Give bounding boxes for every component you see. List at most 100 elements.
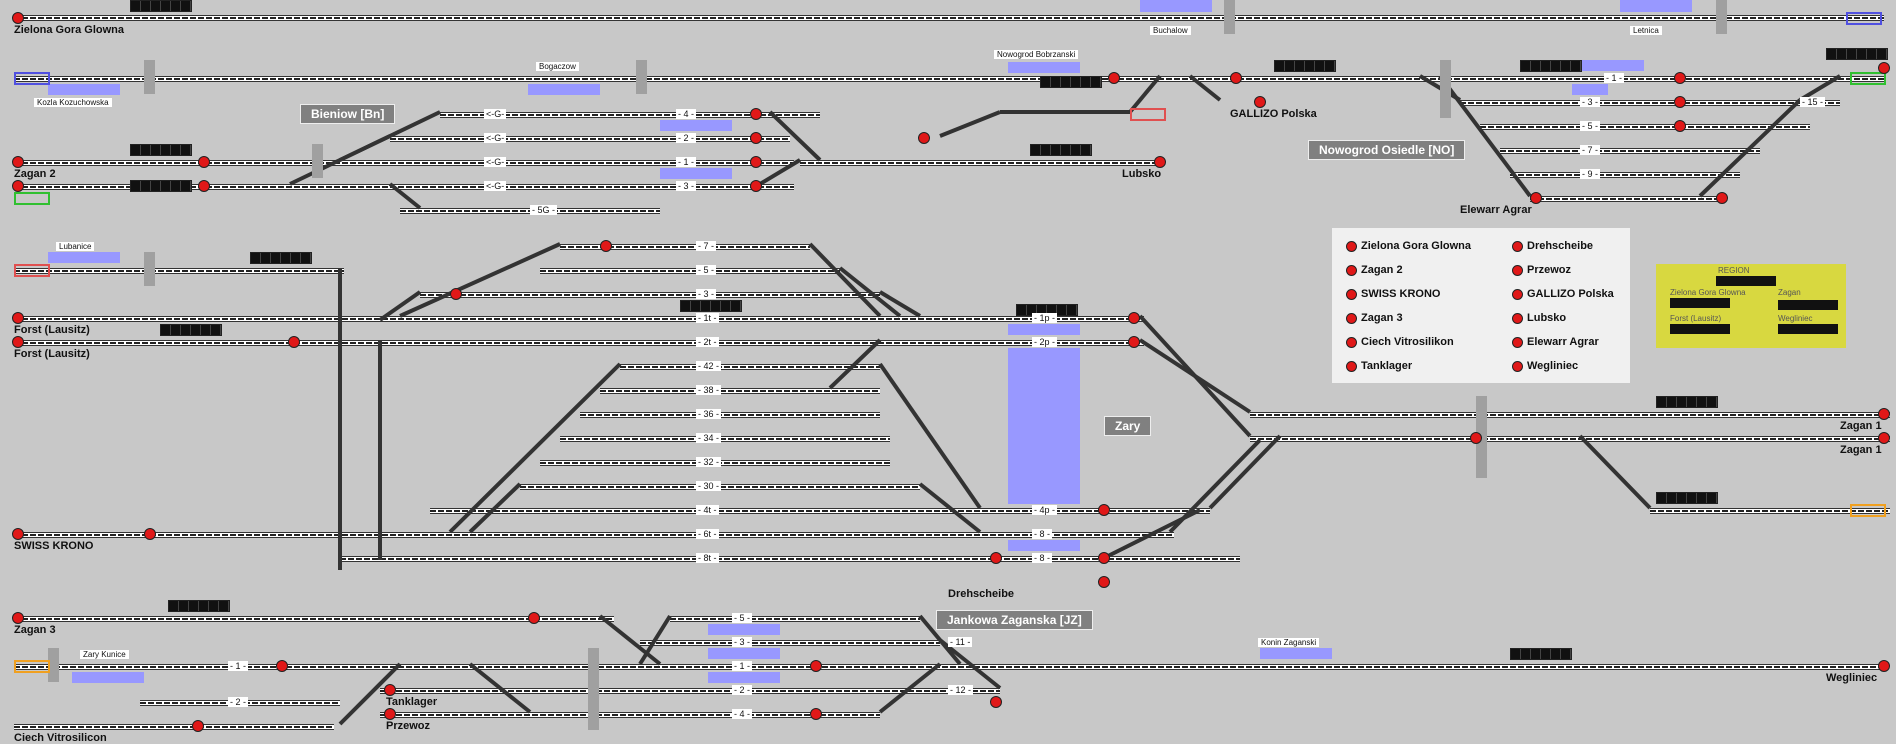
- legend-item[interactable]: Zielona Gora Glowna: [1346, 240, 1471, 252]
- signal[interactable]: [1878, 432, 1890, 444]
- signal[interactable]: [750, 156, 762, 168]
- signal[interactable]: [12, 528, 24, 540]
- signal[interactable]: [288, 336, 300, 348]
- track-zary-8t[interactable]: [340, 556, 1240, 562]
- exit-box-blue[interactable]: [1846, 12, 1882, 25]
- legend-item[interactable]: Lubsko: [1512, 312, 1566, 324]
- signal[interactable]: [1108, 72, 1120, 84]
- track-orange-east[interactable]: [1650, 508, 1890, 514]
- track-zary-38[interactable]: [600, 388, 880, 394]
- track-lubsko[interactable]: [800, 160, 1160, 166]
- signal[interactable]: [1098, 552, 1110, 564]
- area-box-jankowa[interactable]: Jankowa Zaganska [JZ]: [936, 610, 1093, 630]
- signal[interactable]: [1470, 432, 1482, 444]
- signal[interactable]: [1230, 72, 1242, 84]
- track-no-7[interactable]: [1500, 148, 1760, 154]
- track-ciech[interactable]: [14, 724, 334, 730]
- signal[interactable]: [1716, 192, 1728, 204]
- exit-box-blue[interactable]: [14, 72, 50, 85]
- track-jz-4[interactable]: [380, 712, 880, 718]
- signal[interactable]: [12, 156, 24, 168]
- exit-box-orange[interactable]: [14, 660, 50, 673]
- track-zielona-main[interactable]: [14, 15, 1884, 21]
- signal[interactable]: [1098, 504, 1110, 516]
- track-nowogrod-main[interactable]: [14, 76, 1884, 82]
- track-zagan1-a[interactable]: [1250, 412, 1890, 418]
- track-zary-7[interactable]: [560, 244, 810, 250]
- signal[interactable]: [384, 708, 396, 720]
- track-forst-2t[interactable]: [14, 340, 1144, 346]
- track-zary-5[interactable]: [540, 268, 840, 274]
- track-no-3[interactable]: [1460, 100, 1840, 106]
- legend-item[interactable]: GALLIZO Polska: [1512, 288, 1614, 300]
- exit-box-red[interactable]: [14, 264, 50, 277]
- legend-item[interactable]: Drehscheibe: [1512, 240, 1593, 252]
- track-swiss-6t[interactable]: [14, 532, 1174, 538]
- track-no-9[interactable]: [1510, 172, 1740, 178]
- track-forst-1t[interactable]: [14, 316, 1144, 322]
- legend-item[interactable]: Zagan 3: [1346, 312, 1403, 324]
- signal[interactable]: [12, 336, 24, 348]
- signal[interactable]: [450, 288, 462, 300]
- exit-box-red[interactable]: [1130, 108, 1166, 121]
- signal[interactable]: [1530, 192, 1542, 204]
- track-zary-36[interactable]: [580, 412, 880, 418]
- signal[interactable]: [528, 612, 540, 624]
- exit-box-green[interactable]: [1850, 72, 1886, 85]
- signal[interactable]: [1674, 72, 1686, 84]
- signal[interactable]: [990, 696, 1002, 708]
- track-lubanice[interactable]: [14, 268, 344, 274]
- signal[interactable]: [600, 240, 612, 252]
- signal[interactable]: [1128, 312, 1140, 324]
- track-zary-4t[interactable]: [430, 508, 1210, 514]
- signal[interactable]: [990, 552, 1002, 564]
- signal[interactable]: [750, 180, 762, 192]
- signal[interactable]: [1254, 96, 1266, 108]
- signal[interactable]: [12, 12, 24, 24]
- signal[interactable]: [1674, 120, 1686, 132]
- legend-item[interactable]: Wegliniec: [1512, 360, 1578, 372]
- track-jz-5[interactable]: [670, 616, 920, 622]
- signal[interactable]: [12, 312, 24, 324]
- track-jz-3[interactable]: [640, 640, 940, 646]
- track-zary-3[interactable]: [420, 292, 880, 298]
- track-no-5[interactable]: [1480, 124, 1810, 130]
- legend-item[interactable]: SWISS KRONO: [1346, 288, 1440, 300]
- signal[interactable]: [192, 720, 204, 732]
- signal[interactable]: [1878, 408, 1890, 420]
- signal[interactable]: [144, 528, 156, 540]
- track-jz-2[interactable]: [380, 688, 1000, 694]
- signal[interactable]: [198, 180, 210, 192]
- exit-box-orange[interactable]: [1850, 504, 1886, 517]
- signal[interactable]: [12, 180, 24, 192]
- track-zagan2-1[interactable]: [14, 160, 794, 166]
- signal[interactable]: [810, 708, 822, 720]
- signal[interactable]: [750, 132, 762, 144]
- track-wegliniec-main[interactable]: [14, 664, 1884, 670]
- signal[interactable]: [276, 660, 288, 672]
- signal[interactable]: [918, 132, 930, 144]
- legend-item[interactable]: Elewarr Agrar: [1512, 336, 1599, 348]
- track-zagan3[interactable]: [14, 616, 614, 622]
- legend-item[interactable]: Tanklager: [1346, 360, 1412, 372]
- signal[interactable]: [750, 108, 762, 120]
- area-box-nowogrod-osiedle[interactable]: Nowogrod Osiedle [NO]: [1308, 140, 1466, 160]
- signal[interactable]: [1878, 660, 1890, 672]
- legend-item[interactable]: Przewoz: [1512, 264, 1571, 276]
- track-bieniow-2[interactable]: [390, 136, 790, 142]
- signal[interactable]: [12, 612, 24, 624]
- track-bieniow-4[interactable]: [440, 112, 820, 118]
- track-zary-34[interactable]: [560, 436, 890, 442]
- area-box-zary[interactable]: Zary: [1104, 416, 1152, 436]
- signal[interactable]: [384, 684, 396, 696]
- signal[interactable]: [1878, 62, 1890, 74]
- signal[interactable]: [1128, 336, 1140, 348]
- signal[interactable]: [1098, 576, 1110, 588]
- track-zagan1-b[interactable]: [1250, 436, 1890, 442]
- track-zagan2-3[interactable]: [14, 184, 794, 190]
- signal[interactable]: [198, 156, 210, 168]
- signal[interactable]: [1154, 156, 1166, 168]
- signal[interactable]: [1674, 96, 1686, 108]
- area-box-bieniow[interactable]: Bieniow [Bn]: [300, 104, 396, 124]
- exit-box-green[interactable]: [14, 192, 50, 205]
